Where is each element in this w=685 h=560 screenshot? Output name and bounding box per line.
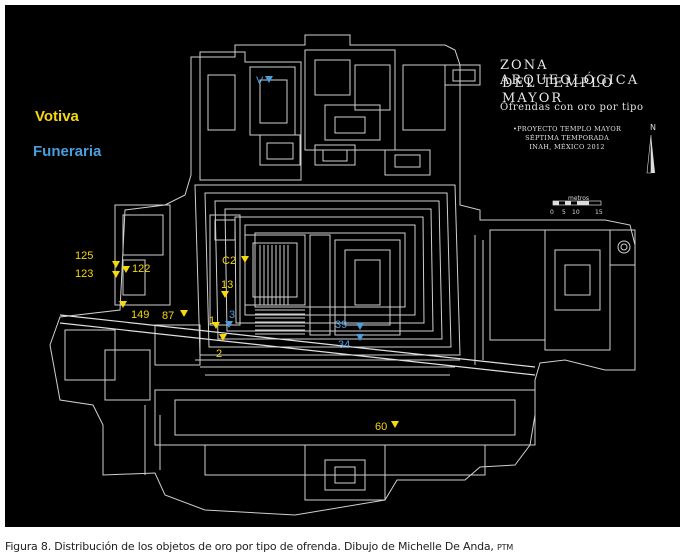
map-credits: •PROYECTO TEMPLO MAYOR SÉPTIMA TEMPORADA…: [513, 125, 621, 152]
offering-marker-125: [112, 261, 120, 268]
map-subtitle: Ofrendas con oro por tipo: [500, 102, 644, 113]
north-label: N: [650, 123, 656, 132]
offering-label-13: 13: [221, 279, 233, 291]
offering-label-34: 34: [338, 339, 350, 351]
legend-funeraria: Funeraria: [33, 143, 102, 160]
caption-text: Figura 8. Distribución de los objetos de…: [5, 540, 498, 553]
offering-label-125: 125: [75, 250, 93, 262]
offering-marker-39: [356, 323, 364, 330]
offering-marker-123: [112, 271, 120, 278]
scale-bar: [552, 200, 602, 206]
caption-ptm: PTM: [497, 543, 514, 552]
map-title-line2: DEL TEMPLO MAYOR: [502, 76, 615, 106]
offering-label-60: 60: [375, 421, 387, 433]
offering-marker-87: [180, 310, 188, 317]
credits-line: INAH, MÉXICO 2012: [529, 143, 605, 151]
legend-votiva: Votiva: [35, 108, 79, 125]
scale-tick: 0: [550, 209, 554, 216]
scale-tick: 10: [572, 209, 580, 216]
street-lines: [59, 314, 536, 376]
scale-tick: 5: [562, 209, 566, 216]
offering-marker-149: [119, 301, 127, 308]
offering-marker-v: [265, 76, 273, 83]
figure-caption: Figura 8. Distribución de los objetos de…: [5, 540, 513, 553]
offering-marker-c2: [241, 256, 249, 263]
map-title-line1: ZONA ARQUEOLÓGICA: [500, 58, 640, 88]
credits-line: •PROYECTO TEMPLO MAYOR: [513, 125, 622, 133]
offering-marker-1: [212, 322, 220, 329]
offering-label-3: 3: [229, 309, 235, 321]
offering-label-2: 2: [216, 348, 222, 360]
offering-label-122: 122: [132, 263, 150, 275]
offering-marker-60: [391, 421, 399, 428]
offering-label-123: 123: [75, 268, 93, 280]
offering-label-1: 1: [209, 315, 215, 327]
offering-label-149: 149: [131, 309, 149, 321]
offering-marker-13: [221, 291, 229, 298]
scale-tick: 15: [595, 209, 603, 216]
offering-marker-34: [356, 334, 364, 341]
offering-marker-3: [225, 321, 233, 328]
offering-label-87: 87: [162, 310, 174, 322]
offering-marker-2: [219, 334, 227, 341]
scale-title: metros: [568, 195, 590, 202]
north-arrow-icon: [646, 134, 655, 174]
offering-label-39: 39: [335, 319, 347, 331]
offering-marker-122: [122, 266, 130, 273]
offering-label-v: V: [256, 75, 264, 87]
credits-line: SÉPTIMA TEMPORADA: [525, 134, 610, 142]
offering-label-c2: C2: [222, 255, 236, 267]
